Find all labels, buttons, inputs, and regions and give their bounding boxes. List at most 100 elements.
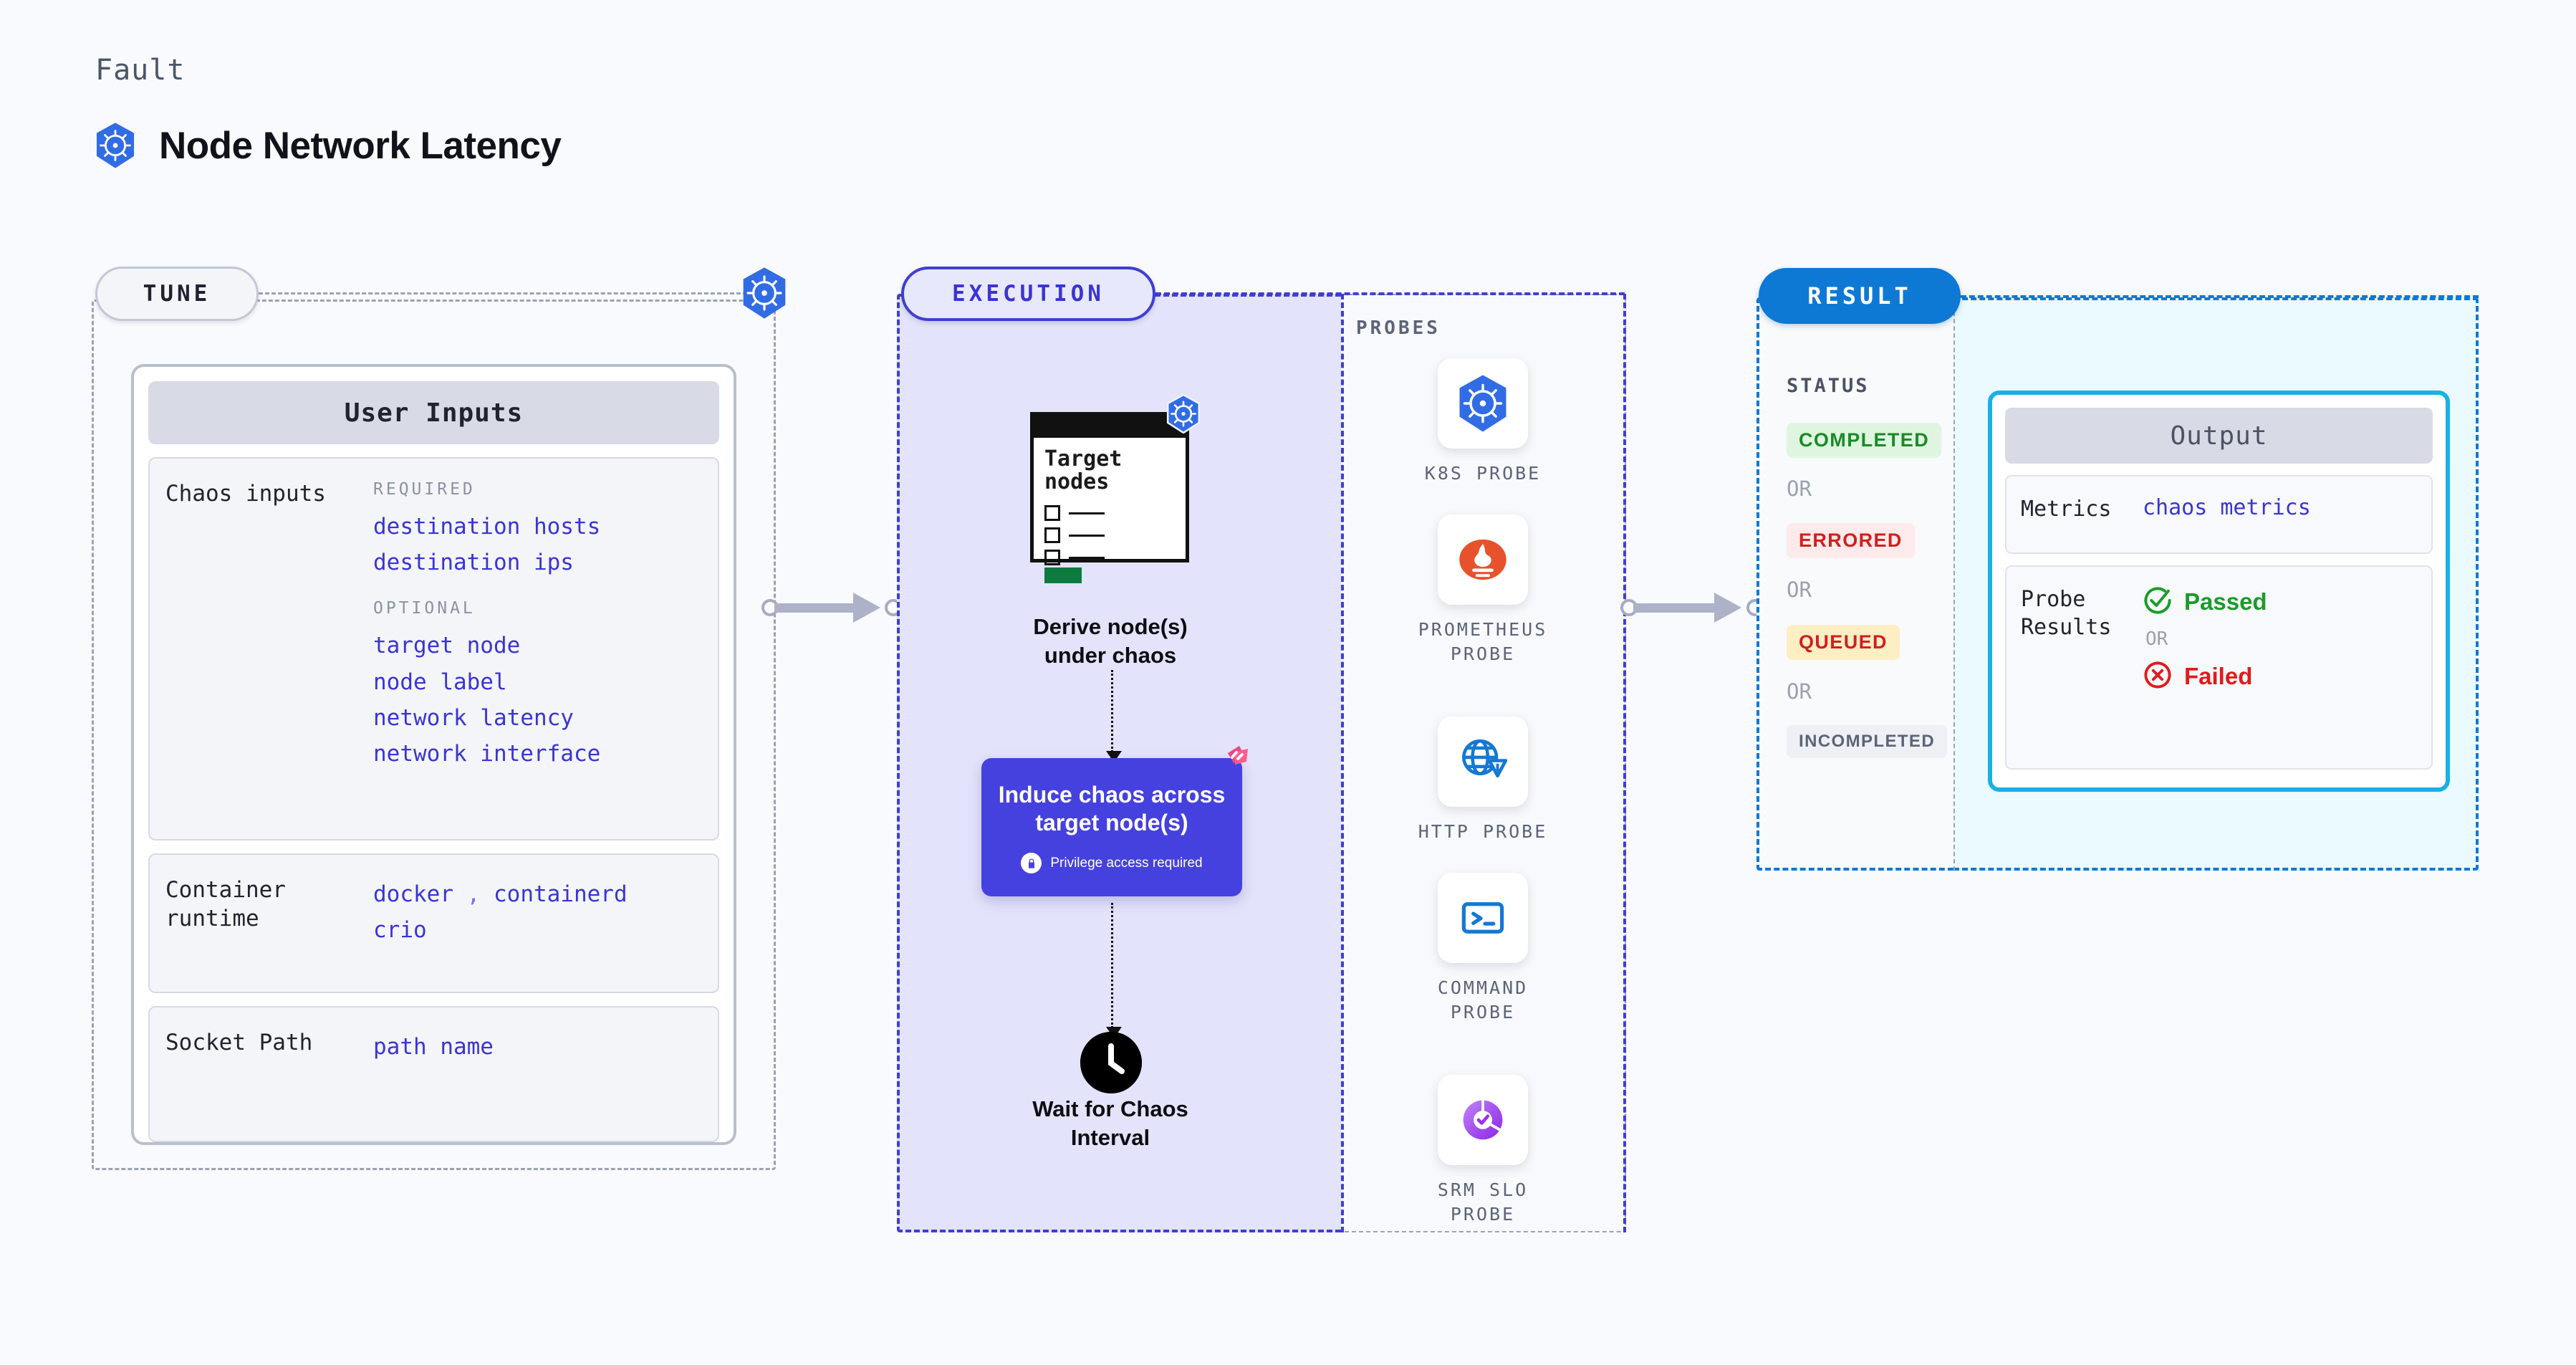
container-runtime-label: Container runtime — [165, 877, 286, 931]
execution-right-boundary — [1623, 294, 1626, 1232]
induce-chaos-title: Induce chaos across target node(s) — [998, 781, 1226, 835]
optional-group-title: OPTIONAL — [373, 599, 476, 618]
step-wait-interval-label: Wait for Chaos Interval — [1032, 1096, 1188, 1150]
probe-k8s[interactable]: K8S PROBE — [1397, 358, 1569, 486]
user-inputs-title: User Inputs — [148, 381, 719, 444]
metrics-value[interactable]: chaos metrics — [2143, 495, 2311, 520]
check-circle-icon — [2143, 585, 2173, 618]
socket-path-values: path name — [373, 1029, 702, 1119]
result-divider-line — [1953, 297, 1955, 871]
kubernetes-icon — [1165, 393, 1202, 436]
required-group-title: REQUIRED — [373, 480, 476, 499]
placeholder-line — [1069, 512, 1105, 514]
checklist-item — [1044, 550, 1105, 565]
metrics-row: Metrics chaos metrics — [2005, 475, 2433, 554]
tune-section-pill[interactable]: TUNE — [95, 267, 259, 321]
input-network-interface[interactable]: network interface — [373, 741, 601, 767]
x-circle-icon — [2143, 660, 2173, 693]
checkbox-icon — [1044, 527, 1060, 543]
socket-path-value[interactable]: path name — [373, 1034, 494, 1060]
harness-icon — [1218, 742, 1252, 777]
container-runtime-row: Container runtime docker , containerd cr… — [148, 853, 719, 993]
container-runtime-values: docker , containerd crio — [373, 876, 702, 970]
placeholder-line — [1069, 556, 1105, 559]
illustration-title-bar — [1030, 412, 1189, 438]
runtime-crio[interactable]: crio — [373, 917, 427, 944]
probe-http[interactable]: HTTP PROBE — [1397, 717, 1569, 844]
kubernetes-icon — [93, 122, 138, 169]
status-badge-errored: ERRORED — [1787, 523, 1915, 558]
kubernetes-icon — [739, 267, 789, 322]
slo-donut-icon — [1438, 1075, 1528, 1165]
probe-results-or: OR — [2145, 628, 2168, 650]
probes-heading: PROBES — [1356, 317, 1441, 339]
status-or-1: OR — [1787, 476, 1812, 501]
socket-path-label: Socket Path — [165, 1030, 313, 1055]
kubernetes-icon — [1438, 358, 1528, 449]
input-target-node[interactable]: target node — [373, 633, 521, 659]
input-node-label[interactable]: node label — [373, 669, 507, 695]
input-destination-ips[interactable]: destination ips — [373, 550, 574, 576]
illustration-checklist — [1044, 505, 1105, 572]
illustration-green-bar — [1044, 567, 1082, 583]
probe-result-passed: Passed — [2143, 585, 2267, 618]
clock-icon — [1080, 1032, 1142, 1093]
result-status-boundary — [1756, 297, 1953, 871]
runtime-separator: , — [466, 881, 481, 907]
step-derive-nodes-label: Derive node(s) under chaos — [1033, 614, 1188, 668]
terminal-icon — [1438, 873, 1528, 963]
illustration-heading: Target nodes — [1044, 446, 1123, 495]
socket-path-row: Socket Path path name — [148, 1006, 719, 1142]
tune-section-boundary — [92, 300, 776, 1170]
status-badge-completed: COMPLETED — [1787, 423, 1942, 458]
probe-label: COMMAND PROBE — [1437, 977, 1529, 1022]
input-network-latency[interactable]: network latency — [373, 704, 574, 731]
lock-icon — [1021, 853, 1042, 874]
status-badge-queued: QUEUED — [1787, 625, 1900, 660]
probe-label: HTTP PROBE — [1418, 821, 1548, 842]
status-badge-incompleted: INCOMPLETED — [1787, 725, 1948, 758]
passed-label: Passed — [2184, 588, 2267, 615]
chaos-inputs-label: Chaos inputs — [165, 481, 326, 507]
input-destination-hosts[interactable]: destination hosts — [373, 514, 601, 540]
probe-results-values: Passed OR Failed — [2143, 585, 2267, 749]
probe-result-failed: Failed — [2143, 660, 2267, 693]
globe-warning-icon — [1438, 717, 1528, 807]
checkbox-icon — [1044, 550, 1060, 565]
status-or-3: OR — [1787, 679, 1812, 704]
connector-shaft — [1633, 603, 1725, 613]
output-card: Output Metrics chaos metrics Probe Resul… — [1988, 391, 2450, 792]
probe-results-row: Probe Results Passed OR — [2005, 565, 2433, 770]
runtime-values-line-1[interactable]: docker , containerd — [373, 876, 702, 912]
page-title-row: Node Network Latency — [93, 122, 562, 169]
execution-divider-line — [1341, 294, 1344, 1232]
result-top-dashed-line — [1961, 295, 2479, 298]
connector-execution-to-result — [1620, 593, 1764, 623]
probe-command[interactable]: COMMAND PROBE — [1397, 873, 1569, 1025]
page-title: Node Network Latency — [159, 124, 562, 167]
failed-label: Failed — [2184, 663, 2253, 689]
metrics-label: Metrics — [2021, 497, 2112, 522]
probe-srm-slo[interactable]: SRM SLO PROBE — [1397, 1075, 1569, 1227]
checklist-item — [1044, 527, 1105, 543]
output-title: Output — [2005, 408, 2433, 464]
execution-top-dashed-line — [1155, 292, 1625, 295]
result-section-pill[interactable]: RESULT — [1759, 268, 1961, 324]
page-eyebrow: Fault — [95, 54, 186, 87]
placeholder-line — [1069, 534, 1105, 537]
probe-prometheus[interactable]: PROMETHEUS PROBE — [1397, 514, 1569, 666]
connector-tune-to-execution — [761, 593, 902, 623]
chaos-inputs-values: REQUIRED destination hosts destination i… — [373, 480, 702, 818]
flow-arrow-down — [1106, 903, 1122, 1038]
user-inputs-card: User Inputs Chaos inputs REQUIRED destin… — [131, 364, 736, 1145]
probe-label: SRM SLO PROBE — [1437, 1179, 1529, 1225]
connector-shaft — [774, 603, 864, 613]
runtime-docker[interactable]: docker — [373, 881, 453, 907]
status-heading: STATUS — [1787, 375, 1870, 397]
privilege-note-text: Privilege access required — [1050, 855, 1203, 871]
runtime-containerd[interactable]: containerd — [494, 881, 628, 907]
checkbox-icon — [1044, 505, 1060, 521]
prometheus-icon — [1438, 514, 1528, 605]
execution-section-pill[interactable]: EXECUTION — [901, 267, 1155, 321]
